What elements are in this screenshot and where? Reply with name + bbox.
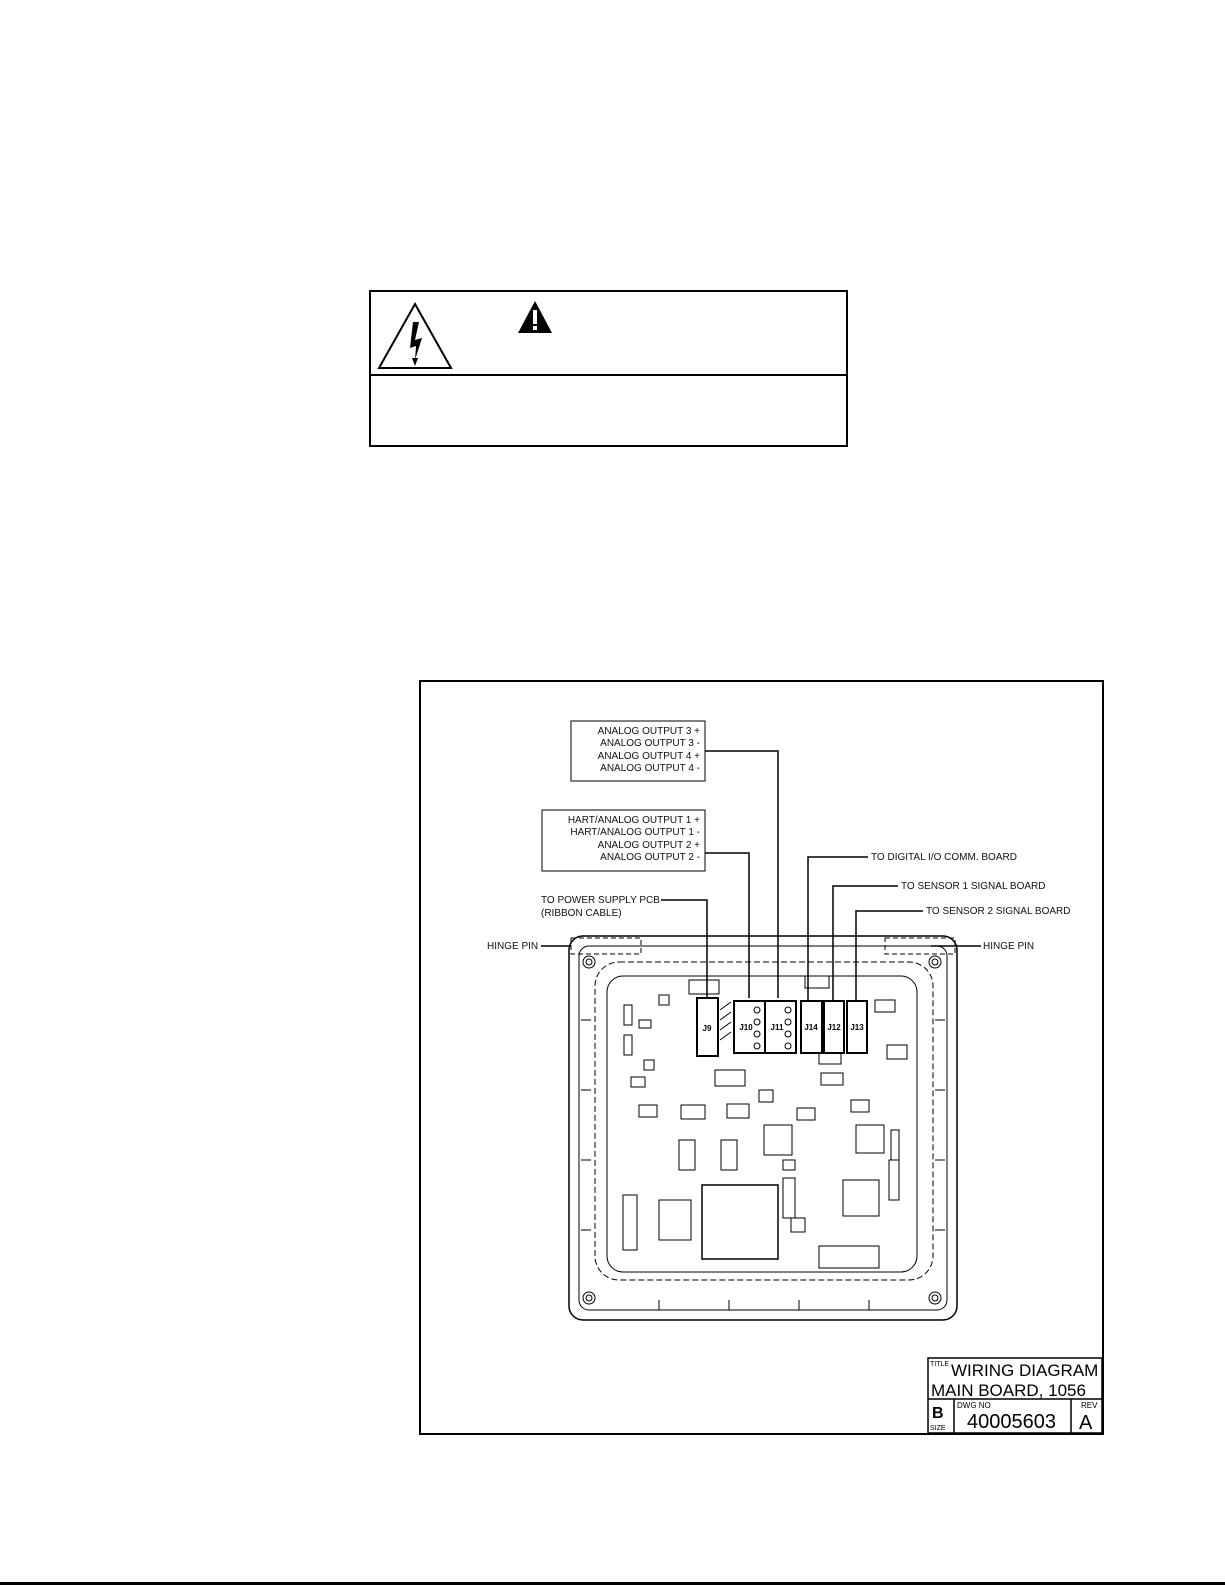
label-ao3-plus: ANALOG OUTPUT 3 +	[598, 726, 701, 737]
title-tag: TITLE	[930, 1361, 949, 1368]
connector-j12: J12	[827, 1023, 841, 1032]
title-block	[927, 1357, 1103, 1434]
label-power-supply: TO POWER SUPPLY PCB	[541, 895, 660, 906]
page-footer-rule	[0, 1582, 1225, 1585]
rev-tag: REV	[1081, 1401, 1098, 1410]
connector-j11: J11	[771, 1023, 784, 1032]
warning-divider	[371, 374, 846, 376]
label-ao2-minus: ANALOG OUTPUT 2 -	[600, 852, 700, 863]
drawing-title-line2: MAIN BOARD, 1056	[931, 1381, 1086, 1400]
size-tag: SIZE	[930, 1425, 946, 1432]
connector-j12-body	[823, 1000, 845, 1054]
drawing-title-line1: WIRING DIAGRAM	[951, 1361, 1098, 1380]
dwg-no-tag: DWG NO	[957, 1401, 991, 1410]
label-digital-io: TO DIGITAL I/O COMM. BOARD	[871, 852, 1017, 863]
label-ao2-plus: ANALOG OUTPUT 2 +	[598, 840, 701, 851]
label-hart1-plus: HART/ANALOG OUTPUT 1 +	[568, 815, 700, 826]
electric-shock-warning-icon	[377, 301, 453, 369]
label-hart1-minus: HART/ANALOG OUTPUT 1 -	[570, 827, 700, 838]
wiring-diagram: ANALOG OUTPUT 3 + ANALOG OUTPUT 3 - ANAL…	[419, 680, 1104, 1435]
revision: A	[1079, 1412, 1093, 1434]
connector-j13-body	[846, 1000, 868, 1054]
connector-j10: J10	[739, 1023, 753, 1032]
connector-j9-body	[696, 997, 719, 1057]
label-sensor1: TO SENSOR 1 SIGNAL BOARD	[901, 881, 1045, 892]
label-ao4-minus: ANALOG OUTPUT 4 -	[600, 763, 700, 774]
connector-j14-body	[800, 1000, 823, 1054]
connector-j13: J13	[850, 1023, 864, 1032]
connector-j9: J9	[703, 1024, 712, 1033]
caution-exclamation-icon	[518, 301, 552, 333]
label-ao4-plus: ANALOG OUTPUT 4 +	[598, 751, 701, 762]
label-sensor2: TO SENSOR 2 SIGNAL BOARD	[926, 906, 1070, 917]
connector-j14: J14	[804, 1023, 818, 1032]
label-hinge-right: HINGE PIN	[983, 941, 1034, 952]
warning-box	[369, 290, 848, 447]
size-letter: B	[932, 1405, 944, 1422]
label-hinge-left: HINGE PIN	[487, 941, 538, 952]
label-ao3-minus: ANALOG OUTPUT 3 -	[600, 738, 700, 749]
label-ribbon-cable: (RIBBON CABLE)	[541, 908, 622, 919]
drawing-number: 40005603	[967, 1411, 1056, 1433]
